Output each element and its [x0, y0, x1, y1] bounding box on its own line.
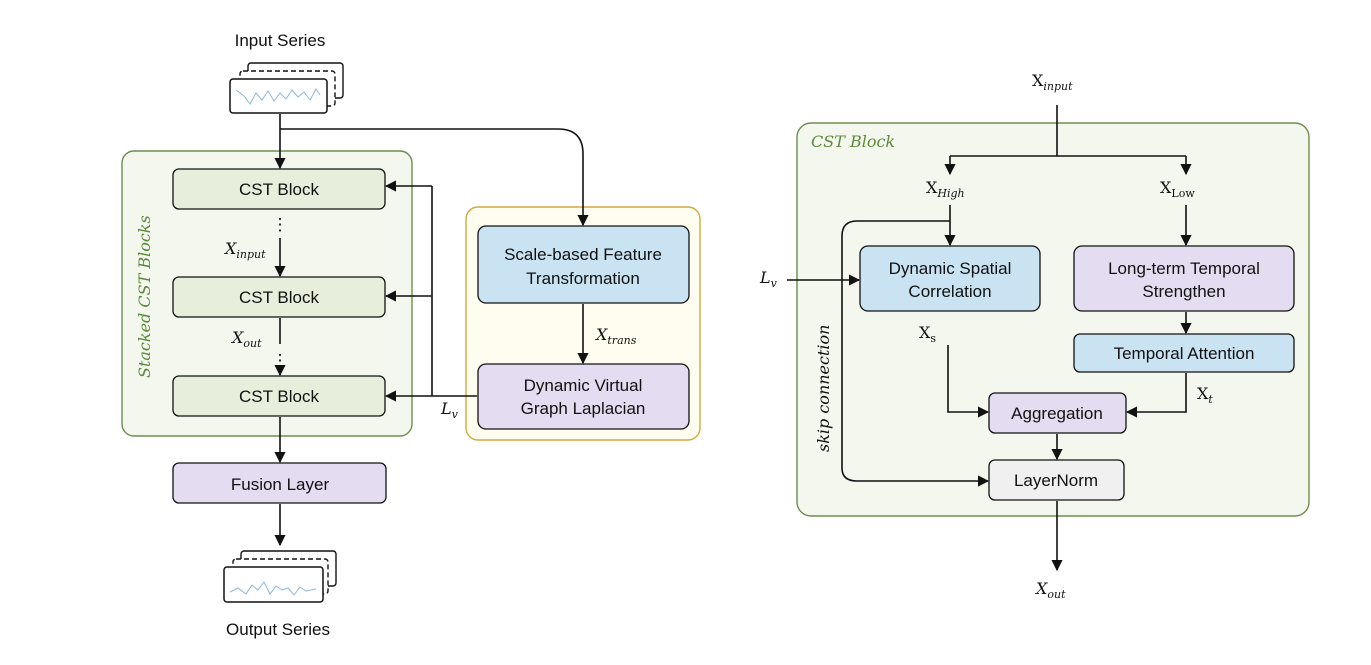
cst-block-detail-title: CST Block	[811, 132, 895, 151]
right-l-v-label: Lv	[759, 268, 778, 290]
output-series-icon	[223, 550, 337, 603]
skip-connection-label: skip connection	[814, 325, 833, 452]
arrow-ta-to-aggregation	[1125, 373, 1187, 418]
dsc-label-line1: Dynamic Spatial	[889, 259, 1012, 278]
output-series-label: Output Series	[226, 620, 330, 639]
left-l-v-label: Lv	[440, 399, 459, 421]
x-high-label: XHigh	[926, 178, 965, 200]
dynamic-virtual-graph-laplacian	[477, 363, 690, 430]
cst-block-2-label: CST Block	[239, 288, 319, 307]
cst-block-detail-group	[796, 122, 1310, 517]
sft-label-line2: Transformation	[526, 269, 640, 288]
input-series-icon	[229, 62, 344, 114]
left-x-out-label: Xout	[230, 328, 262, 350]
dvgl-label-line1: Dynamic Virtual	[524, 376, 643, 395]
dsc-label-line2: Correlation	[908, 282, 991, 301]
x-t-label: Xt	[1197, 384, 1213, 406]
left-x-input-label: Xinput	[223, 239, 266, 261]
x-s-label: Xs	[919, 323, 936, 345]
x-low-label: XLow	[1160, 178, 1195, 200]
cst-block-3-label: CST Block	[239, 387, 319, 406]
fusion-layer-label: Fusion Layer	[231, 475, 330, 494]
lts-label-line1: Long-term Temporal	[1108, 259, 1260, 278]
aggregation-label: Aggregation	[1011, 404, 1103, 423]
long-term-temporal-strengthen	[1073, 245, 1295, 312]
dvgl-label-line2: Graph Laplacian	[521, 399, 646, 418]
vertical-dots-2: ⋮	[272, 351, 289, 370]
right-x-input-label: Xinput	[1032, 71, 1073, 93]
x-trans-label: Xtrans	[594, 325, 637, 347]
cst-block-1-label: CST Block	[239, 180, 319, 199]
arrow-input-to-sft	[280, 128, 589, 227]
scale-feature-transformation	[477, 225, 690, 304]
stacked-cst-title: Stacked CST Blocks	[135, 215, 154, 378]
arrow-dsc-to-aggregation	[947, 345, 990, 418]
lts-label-line2: Strengthen	[1142, 282, 1225, 301]
skip-connection-arrow	[841, 220, 990, 487]
temporal-attention-label: Temporal Attention	[1114, 344, 1255, 363]
vertical-dots-1: ⋮	[272, 215, 289, 234]
layernorm-label: LayerNorm	[1014, 471, 1098, 490]
input-series-label: Input Series	[235, 31, 326, 50]
right-x-out-label: Xout	[1034, 579, 1066, 601]
sft-label-line1: Scale-based Feature	[504, 245, 662, 264]
dynamic-spatial-correlation	[859, 245, 1041, 312]
